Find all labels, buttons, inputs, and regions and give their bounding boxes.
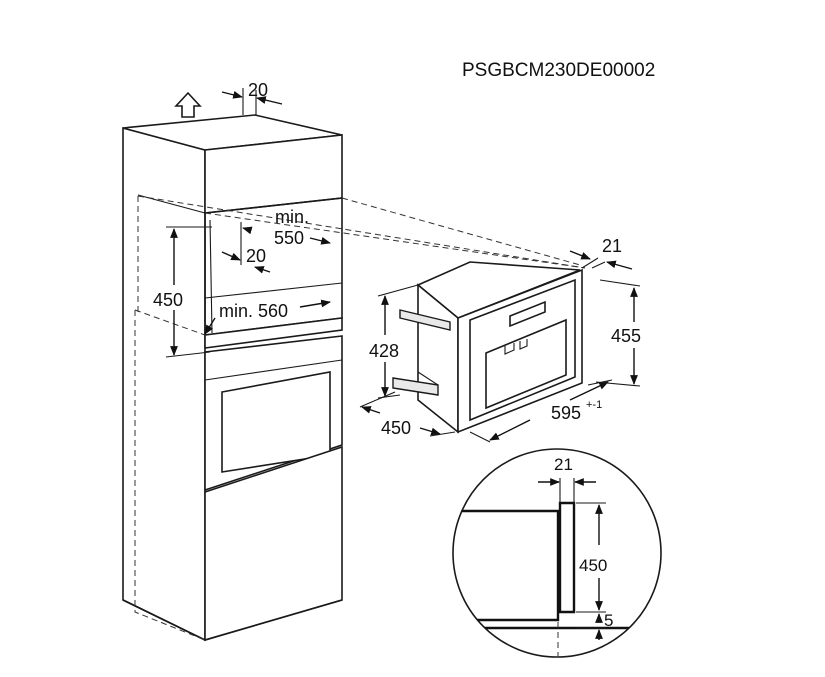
dim-device-height-label: 428 bbox=[369, 341, 399, 361]
detail-view: 21 450 5 bbox=[452, 448, 662, 658]
dim-front-width: 595 +-1 bbox=[469, 379, 613, 443]
dim-front-width-tol: +-1 bbox=[586, 399, 602, 411]
dim-device-depth: 450 bbox=[359, 391, 456, 438]
dim-niche-height-label: 450 bbox=[153, 290, 183, 310]
coffee-machine-device bbox=[392, 261, 583, 434]
dim-detail-gap-label: 5 bbox=[604, 611, 613, 630]
construction-lines bbox=[134, 195, 586, 641]
dim-inner-gap: 20 bbox=[221, 222, 271, 274]
dim-depth-min: min. 550 bbox=[242, 207, 331, 248]
dim-front-thickness-label: 21 bbox=[602, 236, 622, 256]
dim-niche-height: 450 bbox=[153, 226, 212, 358]
dim-front-thickness: 21 bbox=[569, 236, 633, 270]
dim-width-min: min. 560 bbox=[204, 299, 331, 335]
dim-front-width-label: 595 bbox=[551, 403, 581, 423]
dim-inner-gap-label: 20 bbox=[246, 246, 266, 266]
dim-top-gap-label: 20 bbox=[248, 80, 268, 100]
dim-front-height: 455 bbox=[595, 279, 641, 387]
dim-width-min-label: min. 560 bbox=[219, 301, 288, 321]
dim-device-depth-label: 450 bbox=[381, 418, 411, 438]
dim-depth-min-label: 550 bbox=[274, 228, 304, 248]
dim-front-height-label: 455 bbox=[611, 326, 641, 346]
ventilation-arrow-icon bbox=[174, 91, 202, 118]
dim-top-gap: 20 bbox=[221, 80, 283, 115]
dim-detail-thickness-label: 21 bbox=[554, 455, 573, 474]
dim-device-height: 428 bbox=[369, 284, 419, 399]
drawing-code: PSGBCM230DE00002 bbox=[462, 60, 655, 81]
dim-depth-min-word: min. bbox=[275, 207, 309, 227]
dim-detail-height-label: 450 bbox=[579, 556, 607, 575]
tall-cabinet bbox=[122, 114, 343, 642]
